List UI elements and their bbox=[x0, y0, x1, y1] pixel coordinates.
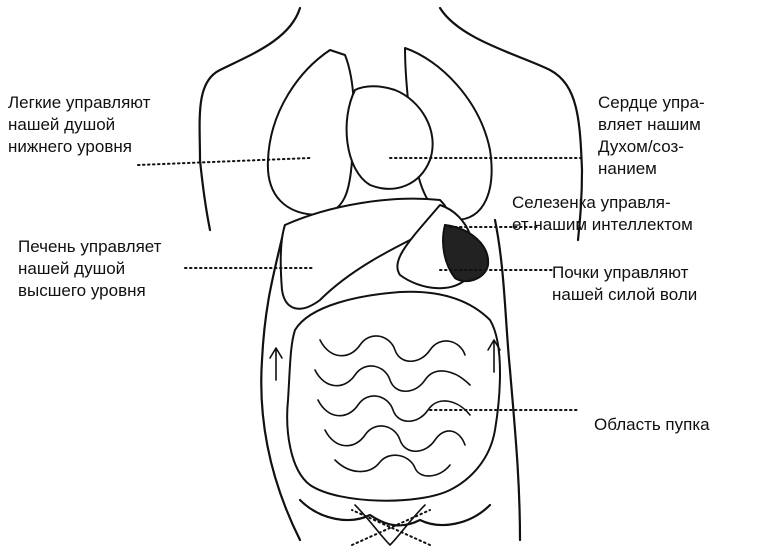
navel-label: Область пупка bbox=[594, 414, 710, 436]
pelvis bbox=[300, 500, 490, 545]
spleen-label: Селезенка управля- ет нашим интеллектом bbox=[512, 192, 693, 236]
kidneys-label: Почки управляют нашей силой воли bbox=[552, 262, 697, 306]
large-intestine bbox=[287, 292, 500, 501]
heart-label: Сердце упра- вляет нашим Духом/соз- нани… bbox=[598, 92, 705, 180]
liver-label: Печень управляет нашей душой высшего уро… bbox=[18, 236, 161, 302]
lungs-label: Легкие управляют нашей душой нижнего уро… bbox=[8, 92, 150, 158]
